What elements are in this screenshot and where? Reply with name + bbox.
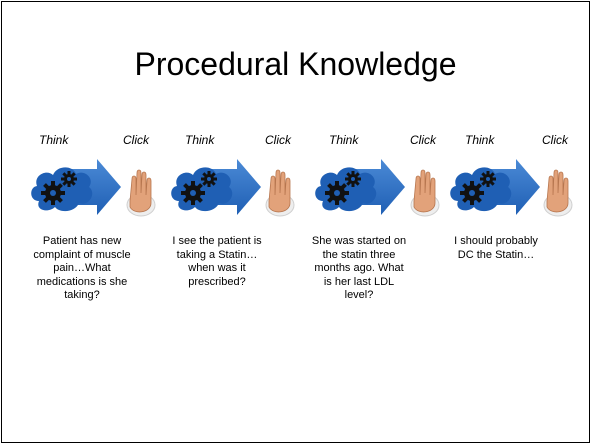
hand-on-mouse-icon (265, 169, 295, 217)
think-label: Think (465, 133, 495, 147)
step-description: I see the patient is taking a Statin…whe… (172, 235, 262, 288)
slide-title: Procedural Knowledge (134, 46, 457, 82)
click-label: Click (410, 133, 436, 147)
think-click-unit (448, 157, 588, 221)
think-cloud-gears-icon (450, 159, 540, 215)
click-label: Click (123, 133, 149, 147)
click-label: Click (542, 133, 568, 147)
step-description: I should probably DC the Statin… (454, 235, 538, 261)
hand-on-mouse-icon (126, 169, 156, 217)
think-cloud-gears-icon (171, 159, 261, 215)
think-click-unit (29, 157, 169, 221)
think-label: Think (185, 133, 215, 147)
think-cloud-gears-icon (31, 159, 121, 215)
hand-on-mouse-icon (410, 169, 440, 217)
think-cloud-gears-icon (315, 159, 405, 215)
think-click-unit (313, 157, 453, 221)
hand-on-mouse-icon (543, 169, 573, 217)
think-label: Think (39, 133, 69, 147)
think-label: Think (329, 133, 359, 147)
click-label: Click (265, 133, 291, 147)
step-description: She was started on the statin three mont… (311, 235, 407, 301)
step-description: Patient has new complaint of muscle pain… (33, 235, 131, 301)
think-click-unit (169, 157, 309, 221)
